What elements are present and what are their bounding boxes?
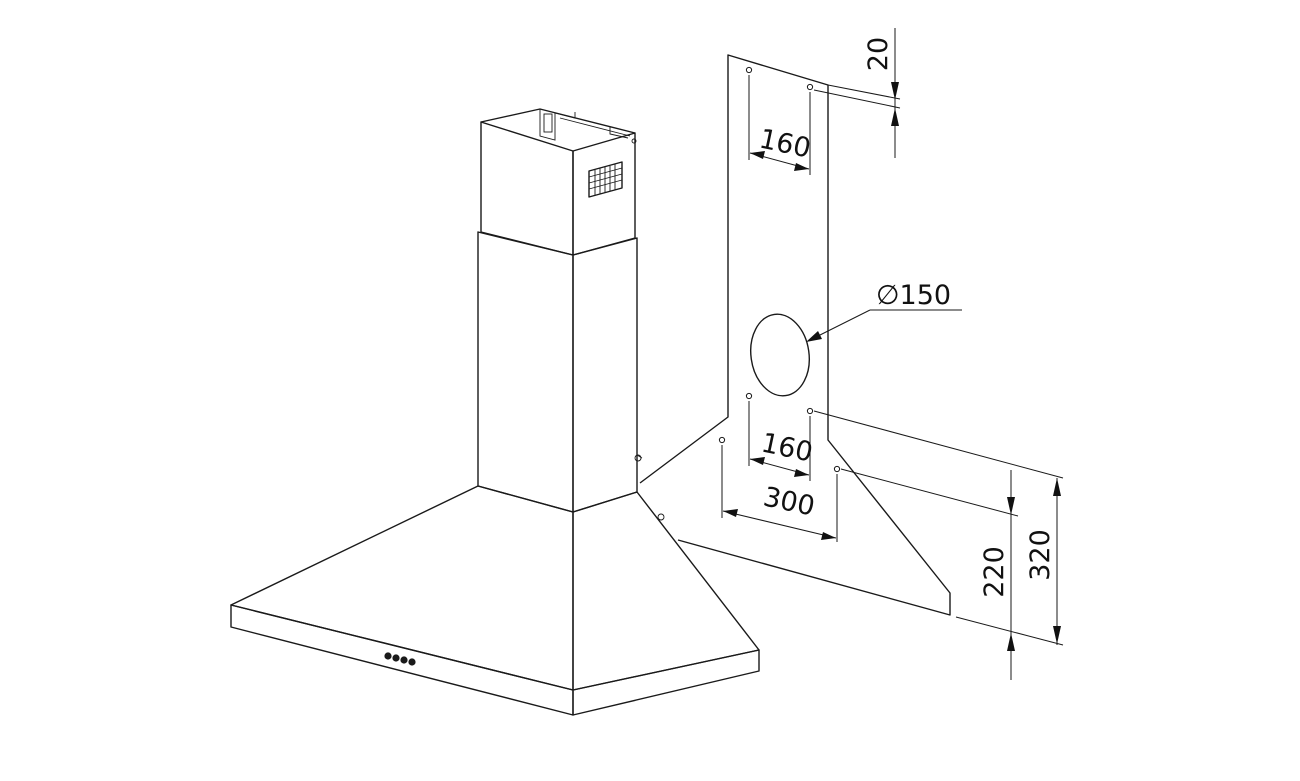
screw-hole [718, 436, 726, 444]
screw-hole [806, 83, 814, 91]
control-knob [408, 658, 416, 666]
dimension-220: 220 [979, 470, 1015, 680]
lower-chimney [477, 231, 643, 513]
dimension-lines: 20 160 ∅150 160 [721, 28, 1064, 680]
dimension-label-160-top: 160 [757, 124, 814, 165]
canopy-rim [230, 604, 760, 716]
dimension-label-300: 300 [761, 482, 818, 523]
mounting-template [639, 54, 951, 616]
dimension-160-top: 160 [748, 75, 814, 175]
dimension-160-bottom: 160 [748, 401, 816, 481]
dimension-20: 20 [813, 28, 901, 158]
duct-opening [750, 313, 810, 397]
screw-hole [745, 66, 753, 74]
control-knobs [384, 652, 416, 666]
ventilation-grille [588, 161, 623, 198]
dimension-320: 320 [1025, 478, 1061, 645]
dimension-label-diameter: ∅150 [876, 280, 951, 311]
cooker-hood [230, 108, 760, 716]
dimension-label-160-bottom: 160 [759, 428, 816, 469]
control-knob [384, 652, 392, 660]
dimension-label-220: 220 [979, 546, 1010, 598]
dimension-diameter: ∅150 [806, 280, 962, 342]
dimension-label-320: 320 [1025, 529, 1056, 581]
screw-hole [833, 465, 841, 473]
upper-chimney [480, 108, 637, 256]
screw-hole [745, 392, 753, 400]
control-knob [392, 654, 400, 662]
control-knob [400, 656, 408, 664]
canopy [230, 485, 760, 691]
dimension-label-20: 20 [863, 37, 894, 71]
screw-hole [806, 407, 814, 415]
